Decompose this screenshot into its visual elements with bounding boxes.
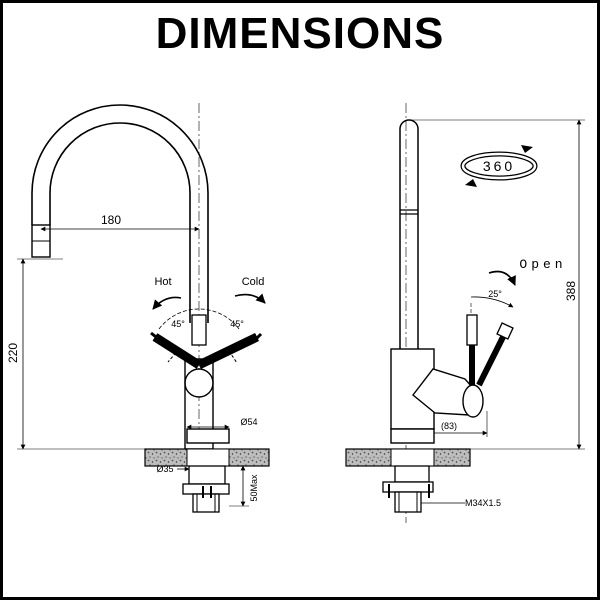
- front-deck-max: 50Max: [249, 474, 259, 502]
- front-base-ring: [186, 428, 230, 444]
- hot-angle-value: 45°: [171, 319, 185, 329]
- front-nut: [182, 483, 230, 495]
- front-hole-diameter: Ø35: [156, 464, 173, 474]
- side-shank: [394, 465, 430, 483]
- front-reach-value: 180: [101, 213, 121, 227]
- dimension-drawing: 180 220 45° 45°: [6, 103, 585, 523]
- cold-handle: [197, 332, 263, 370]
- rotation-360-icon: [460, 145, 538, 187]
- open-arrow-icon: [488, 270, 516, 286]
- hot-arrow-icon: [152, 296, 182, 310]
- front-view: 180 220 45° 45°: [6, 103, 270, 513]
- side-spout: [399, 119, 419, 349]
- page-title: DIMENSIONS: [155, 9, 445, 58]
- hot-label: Hot: [154, 276, 171, 288]
- front-height-value: 220: [6, 343, 20, 363]
- open-label: Open: [519, 257, 566, 272]
- front-shank: [188, 465, 226, 485]
- cold-angle-value: 45°: [230, 319, 244, 329]
- front-center-stem: [191, 314, 207, 346]
- lever-reach-value: (83): [441, 421, 457, 431]
- rotation-value: 360: [483, 158, 515, 174]
- cold-label: Cold: [242, 276, 265, 288]
- side-view: 360 388 Open 25°: [345, 103, 585, 523]
- front-body-diameter: Ø54: [240, 417, 257, 427]
- lever-angle-value: 25°: [488, 289, 502, 299]
- front-spout-inner: [31, 104, 209, 323]
- side-total-height: 388: [564, 281, 578, 301]
- front-spout: [49, 122, 191, 323]
- side-nut: [382, 481, 434, 493]
- hot-handle: [150, 331, 202, 369]
- front-handle-hub: [184, 368, 214, 398]
- cold-arrow-icon: [234, 293, 266, 304]
- thread-spec: M34X1.5: [465, 498, 501, 508]
